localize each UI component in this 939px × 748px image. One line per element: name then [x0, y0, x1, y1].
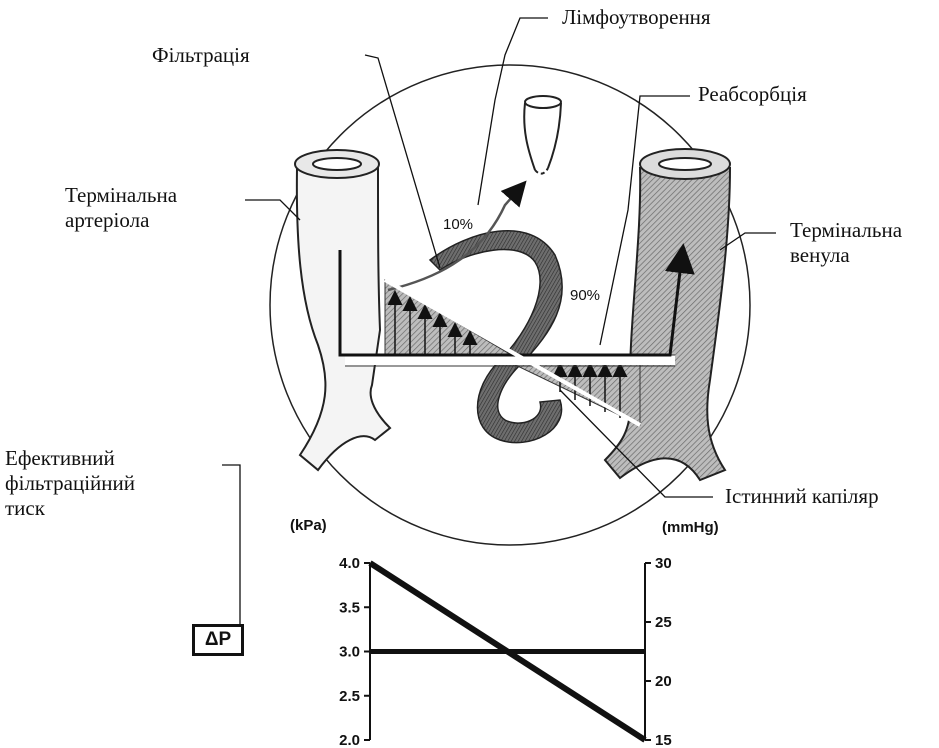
- label-pressure-line3: тиск: [5, 496, 135, 521]
- y-left-tick-label: 2.5: [339, 688, 360, 705]
- y-left-tick-label: 4.0: [339, 555, 360, 572]
- y-left-tick-label: 3.0: [339, 644, 360, 661]
- label-filtration: Фільтрація: [152, 43, 250, 68]
- y-right-tick-label: 25: [655, 614, 672, 631]
- label-lymph-formation: Лімфоутворення: [562, 5, 711, 30]
- y-right-tick-label: 20: [655, 673, 672, 690]
- y-right-tick-label: 15: [655, 732, 672, 748]
- y-left-tick-label: 3.5: [339, 599, 360, 616]
- label-terminal-arteriole: Термінальна артеріола: [65, 183, 177, 233]
- label-terminal-venule: Термінальна венула: [790, 218, 902, 268]
- y-right-tick-label: 30: [655, 555, 672, 572]
- label-terminal-venule-line2: венула: [790, 243, 902, 268]
- reabsorption-percent: 90%: [570, 287, 600, 304]
- arteriole-vessel: [295, 150, 390, 470]
- label-terminal-arteriole-line2: артеріола: [65, 208, 177, 233]
- y-axis-right-label: (mmHg): [662, 519, 719, 536]
- label-effective-filtration-pressure: Ефективний фільтраційний тиск: [5, 446, 135, 522]
- label-terminal-venule-line1: Термінальна: [790, 218, 902, 243]
- venule-vessel: [605, 149, 730, 480]
- label-reabsorption: Реабсорбція: [698, 82, 807, 107]
- lymph-vessel: [524, 96, 561, 174]
- delta-p-box: ΔP: [192, 624, 244, 656]
- label-true-capillary: Істинний капіляр: [725, 484, 879, 509]
- lymph-percent: 10%: [443, 216, 473, 233]
- y-left-tick-label: 2.0: [339, 732, 360, 748]
- y-axis-left-label: (kPa): [290, 517, 327, 534]
- label-terminal-arteriole-line1: Термінальна: [65, 183, 177, 208]
- label-pressure-line1: Ефективний: [5, 446, 135, 471]
- label-pressure-line2: фільтраційний: [5, 471, 135, 496]
- pressure-chart: (kPa) (mmHg) 4.0 3.5 3.0 2.5 2.0 30 25 20 15: [290, 517, 719, 748]
